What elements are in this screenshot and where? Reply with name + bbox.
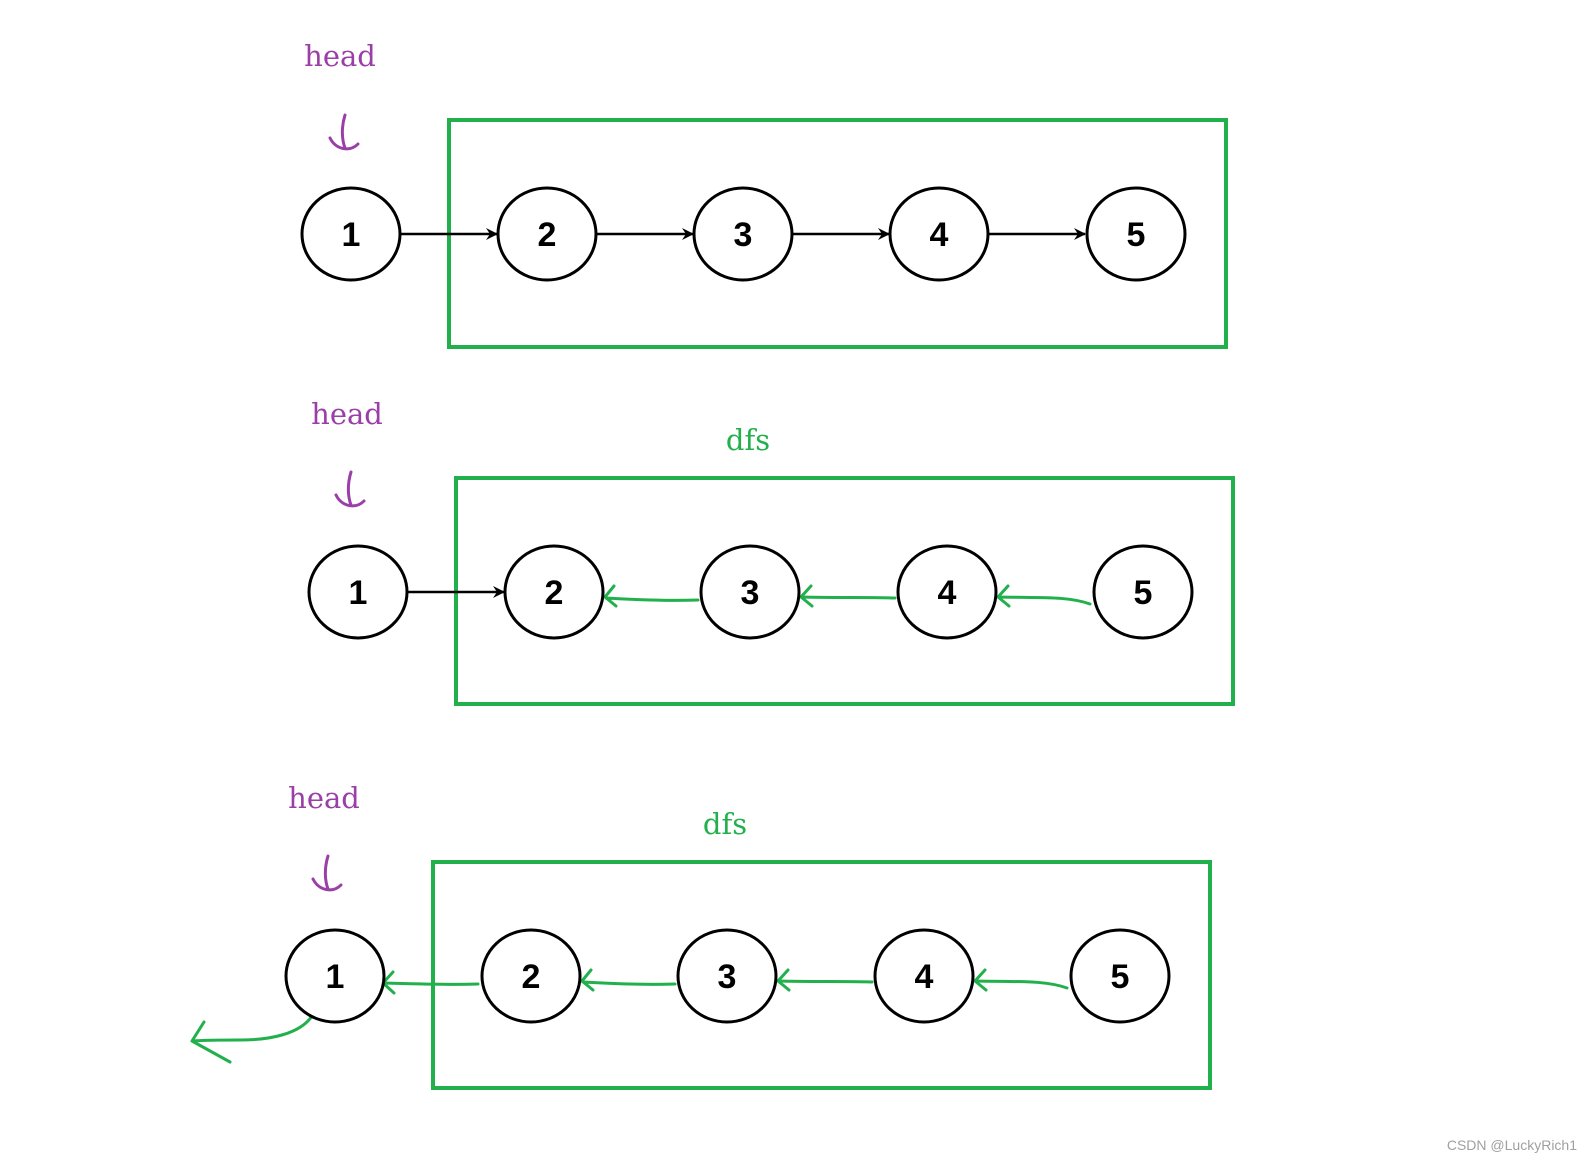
list-node: 1 <box>307 544 409 640</box>
head-label: head <box>304 39 376 73</box>
list-node: 3 <box>676 928 778 1024</box>
list-node: 2 <box>496 186 598 282</box>
list-node: 5 <box>1069 928 1171 1024</box>
reversed-arrow-3-2 <box>603 584 700 608</box>
list-node: 3 <box>699 544 801 640</box>
list-node: 4 <box>888 186 990 282</box>
node-value: 1 <box>349 574 368 612</box>
head-pointer-icon <box>334 470 366 508</box>
list-node: 5 <box>1085 186 1187 282</box>
list-node: 4 <box>896 544 998 640</box>
reversed-arrow-3-2 <box>580 968 677 992</box>
node-value: 3 <box>718 958 737 996</box>
panel-2: head dfs 1 2 3 4 5 <box>307 397 1235 706</box>
list-node: 4 <box>873 928 975 1024</box>
node-value: 2 <box>545 574 564 612</box>
node-value: 3 <box>741 574 760 612</box>
list-node: 3 <box>692 186 794 282</box>
node-value: 3 <box>734 216 753 254</box>
list-node: 5 <box>1092 544 1194 640</box>
node-value: 1 <box>326 958 345 996</box>
dfs-label: dfs <box>703 807 747 841</box>
node-value: 2 <box>538 216 557 254</box>
head-label: head <box>311 397 383 431</box>
panel-3: head dfs 1 2 3 4 5 <box>190 781 1212 1090</box>
head-pointer-icon <box>311 854 343 892</box>
node-value: 2 <box>522 958 541 996</box>
node-value: 5 <box>1111 958 1130 996</box>
reversed-arrow-5-4 <box>996 584 1092 608</box>
reversed-arrow-2-1 <box>381 970 480 995</box>
list-node: 1 <box>300 186 402 282</box>
head-pointer-icon <box>328 113 360 151</box>
node-value: 5 <box>1134 574 1153 612</box>
node-value: 4 <box>938 574 957 612</box>
dfs-label: dfs <box>726 423 770 457</box>
list-node: 2 <box>503 544 605 640</box>
head-label: head <box>288 781 360 815</box>
reversed-arrow-4-3 <box>776 968 874 992</box>
panel-1: head 1 2 3 4 5 <box>300 39 1228 349</box>
list-node: 1 <box>284 928 386 1024</box>
node-value: 4 <box>930 216 949 254</box>
node-value: 1 <box>342 216 361 254</box>
dfs-subproblem-box <box>431 860 1212 1090</box>
null-pointer-arrow <box>190 1014 314 1064</box>
node-value: 4 <box>915 958 934 996</box>
list-node: 2 <box>480 928 582 1024</box>
node-value: 5 <box>1127 216 1146 254</box>
reversed-arrow-4-3 <box>799 584 897 608</box>
watermark: CSDN @LuckyRich1 <box>1446 1137 1577 1153</box>
reversed-arrow-5-4 <box>973 968 1069 992</box>
